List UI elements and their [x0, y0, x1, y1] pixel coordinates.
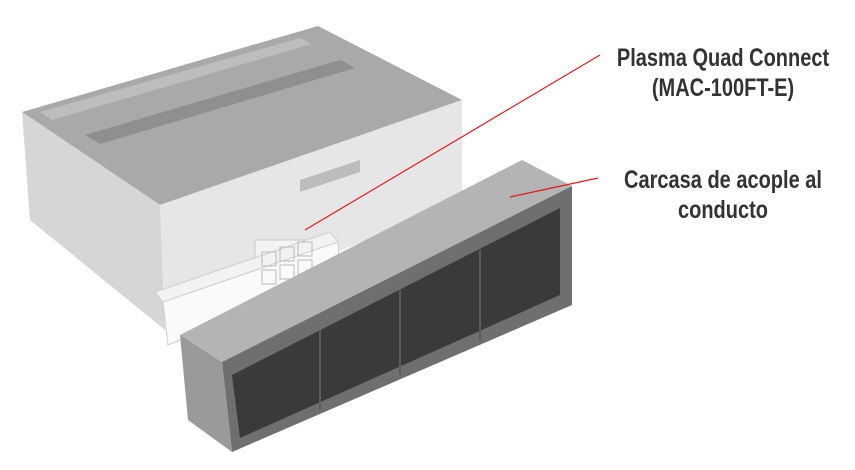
leader-line-plasma: [304, 54, 601, 231]
callout-title: Carcasa de acople al: [624, 166, 822, 194]
duct-coupling-housing: [180, 160, 572, 452]
callout-model: (MAC-100FT-E): [651, 74, 795, 102]
callout-title: Plasma Quad Connect: [616, 44, 830, 72]
callout-duct-housing: Carcasa de acople al conducto: [599, 165, 847, 225]
callout-subtitle: conducto: [678, 196, 768, 224]
leader-line-housing: [509, 177, 599, 198]
indoor-duct-unit: [22, 26, 462, 330]
callout-plasma-quad-connect: Plasma Quad Connect (MAC-100FT-E): [599, 43, 847, 103]
